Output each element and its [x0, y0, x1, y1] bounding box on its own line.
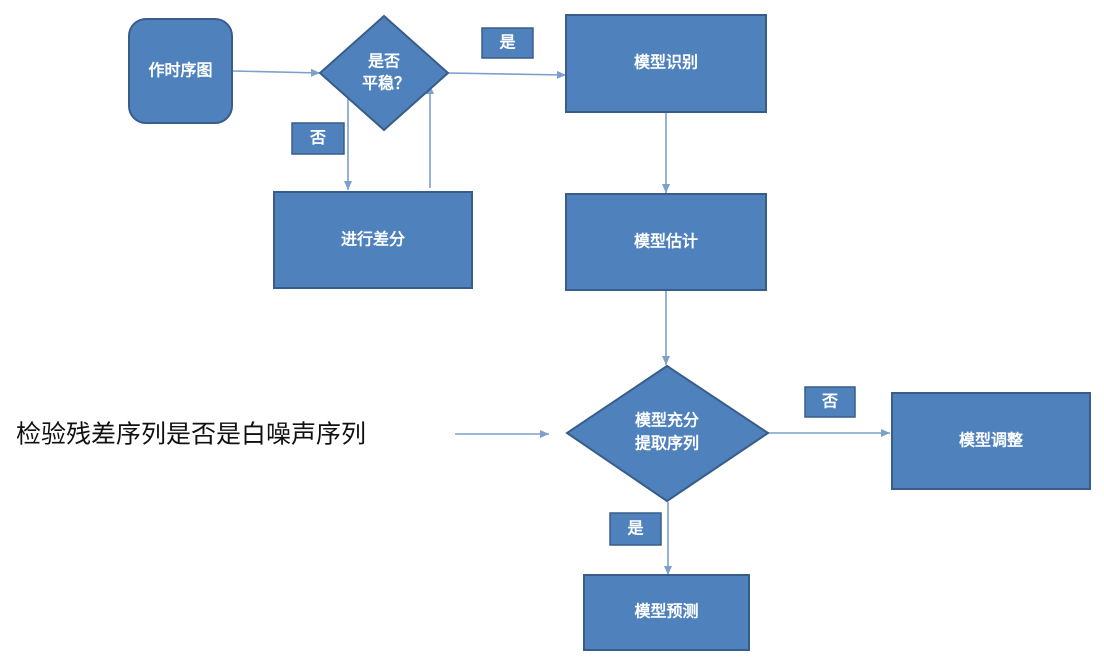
edge-label-stationary-yes-box — [481, 27, 534, 59]
edge-label-stationary-yes: 是 — [498, 33, 515, 52]
node-stationary-decision-label-2: 平稳？ — [362, 74, 410, 93]
node-model-identification — [565, 14, 767, 113]
node-plot-series-label: 作时序图 — [148, 61, 212, 80]
edge-label-extracted-no-box — [804, 386, 856, 418]
node-info-extracted-decision-label-2: 提取序列 — [635, 434, 699, 453]
node-stationary-decision-label-1: 是否 — [367, 52, 400, 71]
node-model-forecast-label: 模型预测 — [634, 602, 698, 621]
edge-label-stationary-no-box — [291, 122, 345, 155]
edge-label-extracted-yes-box — [609, 512, 662, 546]
node-model-adjustment-label: 模型调整 — [959, 431, 1023, 450]
residual-test-annotation: 检验残差序列是否是白噪声序列 — [16, 420, 366, 449]
node-info-extracted-decision-label-1: 模型充分 — [635, 411, 699, 430]
node-model-identification-label: 模型识别 — [634, 53, 698, 72]
edge-label-stationary-no: 否 — [309, 128, 326, 147]
node-plot-series — [128, 18, 233, 124]
edge-label-extracted-yes: 是 — [626, 519, 643, 538]
node-model-adjustment — [891, 392, 1091, 490]
node-model-estimation — [565, 193, 767, 291]
edge-label-extracted-no: 否 — [821, 392, 838, 411]
node-info-extracted-decision — [565, 364, 770, 503]
edge-decision-to-identification — [447, 70, 567, 79]
node-model-forecast — [583, 574, 750, 651]
node-model-estimation-label: 模型估计 — [634, 232, 698, 251]
node-differencing-label: 进行差分 — [341, 230, 405, 249]
node-differencing — [273, 191, 473, 289]
edge-plot-to-decision — [232, 68, 321, 77]
node-stationary-decision — [318, 14, 450, 132]
